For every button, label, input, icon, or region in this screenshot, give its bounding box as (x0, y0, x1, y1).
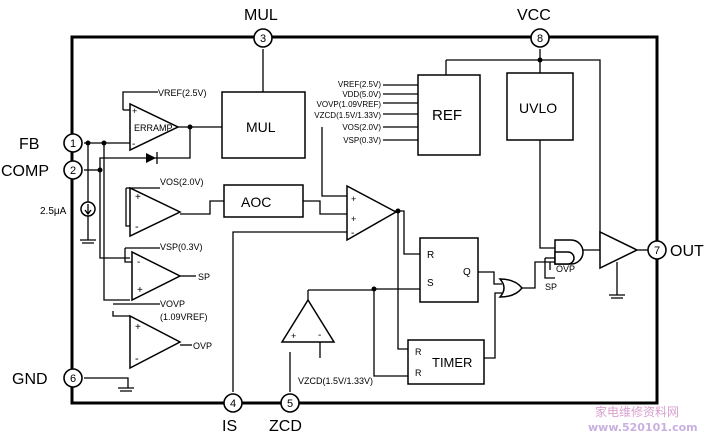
svg-text:R: R (415, 347, 422, 357)
pin-vcc-name: VCC (517, 7, 551, 24)
zcd-comparator: + - (280, 298, 336, 343)
ref-out-vsp: VSP(0.3V) (343, 136, 381, 145)
svg-text:1: 1 (70, 138, 76, 150)
pwm-comparator: + + - (346, 184, 398, 242)
svg-text:UVLO: UVLO (519, 100, 557, 116)
svg-text:-: - (318, 330, 321, 341)
svg-text:-: - (137, 257, 140, 268)
pin-mul-name: MUL (244, 7, 278, 24)
pin-fb-name: FB (19, 136, 39, 153)
svg-text:+: + (132, 106, 137, 116)
svg-text:R: R (415, 368, 422, 378)
vsp-label: VSP(0.3V) (160, 242, 203, 252)
pin-vcc: 8 VCC (517, 7, 551, 48)
pin-is-name: IS (222, 418, 237, 434)
and-gate (554, 239, 584, 265)
pin-zcd: 5 ZCD (269, 393, 302, 434)
pin-comp: 2 COMP (1, 160, 83, 180)
ref-block: REF (417, 74, 481, 156)
svg-text:+: + (137, 285, 143, 296)
svg-text:AOC: AOC (241, 194, 271, 210)
ref-out-vdd: VDD(5.0V) (342, 90, 381, 99)
svg-text:TIMER: TIMER (432, 355, 472, 370)
svg-text:-: - (351, 228, 354, 239)
svg-text:-: - (135, 221, 139, 233)
svg-text:-: - (135, 353, 139, 365)
svg-text:-: - (132, 139, 135, 150)
pin-gnd-name: GND (12, 371, 48, 388)
erramp-vref-label: VREF(2.5V) (158, 88, 207, 98)
pin-comp-name: COMP (1, 163, 49, 180)
svg-text:8: 8 (537, 33, 543, 45)
watermark-cn: 家电维修资料网 (595, 404, 679, 419)
pin-out-name: OUT (670, 243, 704, 260)
timer-block: R R TIMER (407, 339, 485, 385)
sp-output-label: SP (198, 272, 210, 282)
svg-text:2: 2 (70, 165, 76, 177)
watermark-url: www.520101.com (588, 421, 698, 434)
rs-latch: R S Q (419, 237, 479, 303)
svg-text:4: 4 (230, 398, 236, 410)
svg-text:5: 5 (287, 398, 293, 410)
gate-sp-label: SP (545, 282, 557, 292)
gate-ovp-label: OVP (556, 264, 575, 274)
svg-text:+: + (135, 192, 141, 203)
ref-output-list: VREF(2.5V) VDD(5.0V) VOVP(1.09VREF) VZCD… (314, 80, 381, 145)
vovp-label: VOVP (160, 299, 185, 309)
or-gate (498, 278, 523, 298)
svg-text:Q: Q (463, 267, 471, 278)
erramp-amplifier: ERRAMP + - (129, 102, 180, 152)
pin-fb: 1 FB (19, 133, 83, 153)
aoc-block: AOC (223, 184, 304, 218)
svg-text:3: 3 (260, 33, 266, 45)
svg-text:7: 7 (654, 245, 660, 257)
ovp-output-label: OVP (193, 341, 212, 351)
vzcd-label: VZCD(1.5V/1.33V) (298, 376, 373, 386)
svg-text:+: + (351, 194, 356, 204)
svg-text:+: + (351, 214, 356, 224)
ref-out-vref: VREF(2.5V) (338, 80, 381, 89)
svg-text:REF: REF (432, 107, 462, 124)
ic-package-outline (70, 35, 659, 405)
pin-is: 4 IS (222, 393, 243, 434)
sp-comparator: - + (131, 250, 182, 302)
ref-out-vos: VOS(2.0V) (342, 123, 381, 132)
vovp-ref-label: (1.09VREF) (160, 312, 208, 322)
svg-text:6: 6 (70, 373, 76, 385)
svg-text:+: + (291, 331, 296, 341)
ovp-comparator: + - (129, 314, 182, 370)
pin-out: 7 OUT (647, 240, 704, 260)
vos-comparator: + - (129, 186, 182, 238)
vos-label: VOS(2.0V) (160, 177, 204, 187)
erramp-label: ERRAMP (134, 123, 173, 133)
current-source-symbol (80, 201, 96, 217)
mul-block: MUL (221, 91, 306, 159)
gate-driver (599, 230, 639, 270)
pin-mul: 3 MUL (244, 7, 278, 48)
ref-out-vzcd: VZCD(1.5V/1.33V) (314, 111, 381, 120)
current-source-label: 2.5μA (40, 206, 67, 217)
uvlo-block: UVLO (506, 72, 574, 141)
pin-gnd: 6 GND (12, 368, 83, 388)
svg-text:MUL: MUL (246, 119, 276, 135)
pin-zcd-name: ZCD (269, 418, 302, 434)
svg-text:+: + (135, 322, 141, 333)
svg-text:R: R (427, 250, 434, 261)
diode-symbol (146, 152, 158, 164)
ref-out-vovp: VOVP(1.09VREF) (317, 100, 382, 109)
svg-text:S: S (427, 278, 434, 289)
